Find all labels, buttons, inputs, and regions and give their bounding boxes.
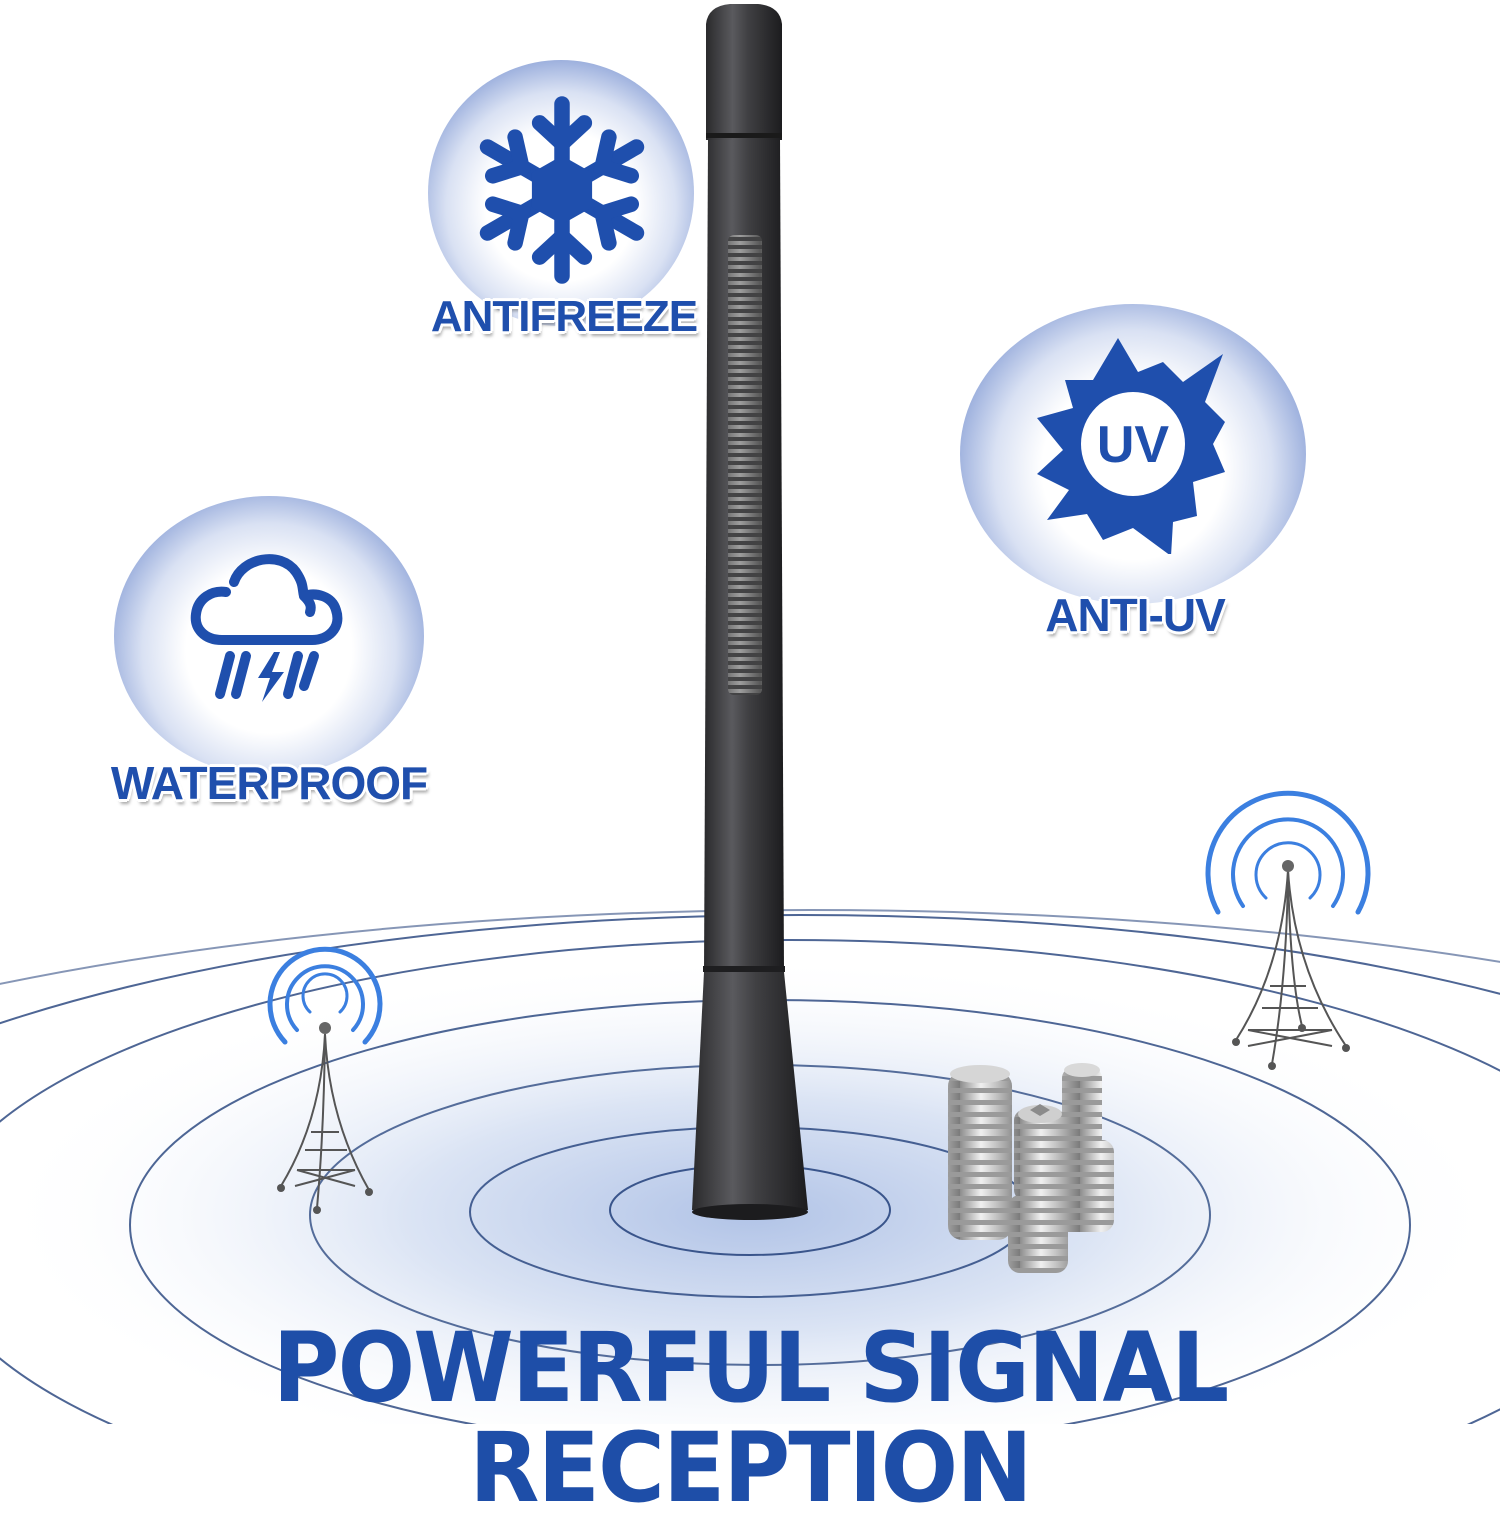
adapter-screw-3 [1054,1063,1114,1232]
signal-tower-left [267,946,383,1214]
feature-badge-antifreeze: ANTIFREEZE [428,60,698,360]
snowflake-icon [479,96,645,284]
svg-text:UV: UV [1097,416,1170,474]
feature-label-anti-uv: ANTI-UV [1045,589,1226,641]
feature-badge-waterproof: WATERPROOF [104,496,434,816]
feature-label-waterproof: WATERPROOF [110,757,428,809]
signal-tower-right [1205,790,1371,1070]
product-scene [0,4,1500,1424]
adapter-screws [948,1063,1114,1273]
feature-label-antifreeze: ANTIFREEZE [430,292,698,341]
adapter-screw-2 [1008,1104,1068,1273]
rain-cloud-icon [190,554,343,702]
headline-powerful-signal-reception: POWERFUL SIGNAL RECEPTION [272,1312,1230,1524]
uv-sun-icon: UV [1037,338,1225,554]
antenna-mast [692,4,808,1220]
feature-badge-anti-uv: UV ANTI-UV [960,304,1310,654]
adapter-screw-1 [948,1065,1012,1240]
